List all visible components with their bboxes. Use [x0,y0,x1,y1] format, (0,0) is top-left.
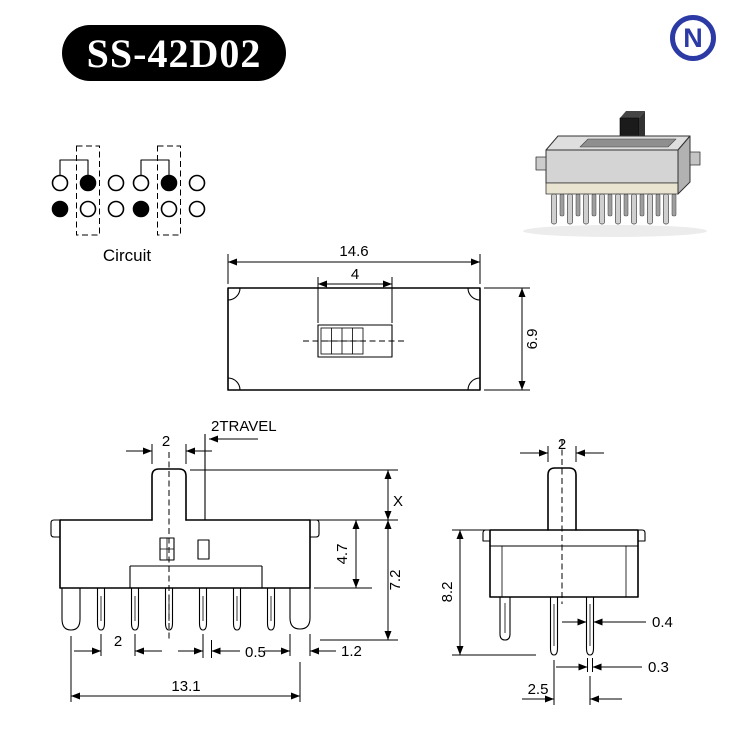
dim-pin-spacing: 2.5 [528,681,549,698]
part-number-badge: SS-42D02 [62,25,286,81]
dim-body-height: 6.9 [524,329,541,350]
contact-dot [79,200,97,218]
body-front-face [545,149,679,184]
contact-dot [107,200,125,218]
top-view-body [227,287,481,391]
top-view-drawing: 14.6 4 6.9 [227,243,541,391]
terminal-pin [585,597,595,656]
contact-dot-filled [132,200,150,218]
front-view-drawing: 2TRAVEL 2 [50,418,404,702]
mounting-lug [61,588,81,631]
pole-link [59,159,89,176]
dim-total-height: 7.2 [387,570,404,591]
brand-logo: N [670,15,716,61]
dim-pin-width: 0.4 [652,614,673,631]
slider-position-box [157,145,181,236]
dim-lug-width: 1.2 [341,643,362,660]
dim-stem-height: X [393,493,403,510]
slider-stem [151,468,187,521]
brand-logo-letter: N [683,22,703,53]
dim-slot-width: 4 [351,266,359,283]
dim-stem-width: 2 [558,436,566,453]
body-ear [310,519,320,538]
dim-pin-pitch: 2 [114,633,122,650]
cover-flange [632,529,646,542]
dim-total-width: 14.6 [339,243,368,260]
knob-top [620,111,645,118]
body-side-face [677,135,691,195]
pole-link [140,159,170,176]
switch-body [489,529,639,598]
contact-dot-filled [51,200,69,218]
contact-dot [188,174,206,192]
travel-label: 2TRAVEL [211,418,277,435]
side-view-drawing: 2 8.2 0.4 0.3 [439,436,673,705]
front-pin-row [551,193,669,225]
slider-stem [547,467,577,531]
dim-pin-offset: 0.5 [245,644,266,661]
mounting-lug [289,588,311,630]
switch-body [59,519,311,589]
body-base [545,182,679,195]
dim-total-width: 13.1 [171,678,200,695]
product-photo [523,111,707,237]
mounting-lug [499,597,511,641]
circuit-label: Circuit [103,246,151,265]
contact-dot [160,200,178,218]
contact-dot-filled [160,174,178,192]
contact-dot [51,174,69,192]
knob-slot [579,138,677,148]
circuit-diagram: Circuit [51,145,206,265]
dim-upper-height: 4.7 [334,544,351,565]
photo-shadow [523,225,707,237]
contact-dots [51,174,206,218]
dim-total-height: 8.2 [439,582,456,603]
terminal-pins [96,588,276,631]
dim-stem-width: 2 [162,433,170,450]
mounting-ear [689,151,701,166]
contact-dot [107,174,125,192]
contact-dot-filled [79,174,97,192]
body-ear [50,519,60,538]
mounting-ear [535,156,547,171]
contact-dot [132,174,150,192]
contact-block [197,539,210,560]
contact-dot [188,200,206,218]
terminal-pin [549,597,559,656]
dim-pin-thickness: 0.3 [648,659,669,676]
back-pin-row [559,193,677,217]
slider-position-box [76,145,100,236]
slider-window [317,324,393,358]
part-number-text: SS-42D02 [86,30,262,76]
